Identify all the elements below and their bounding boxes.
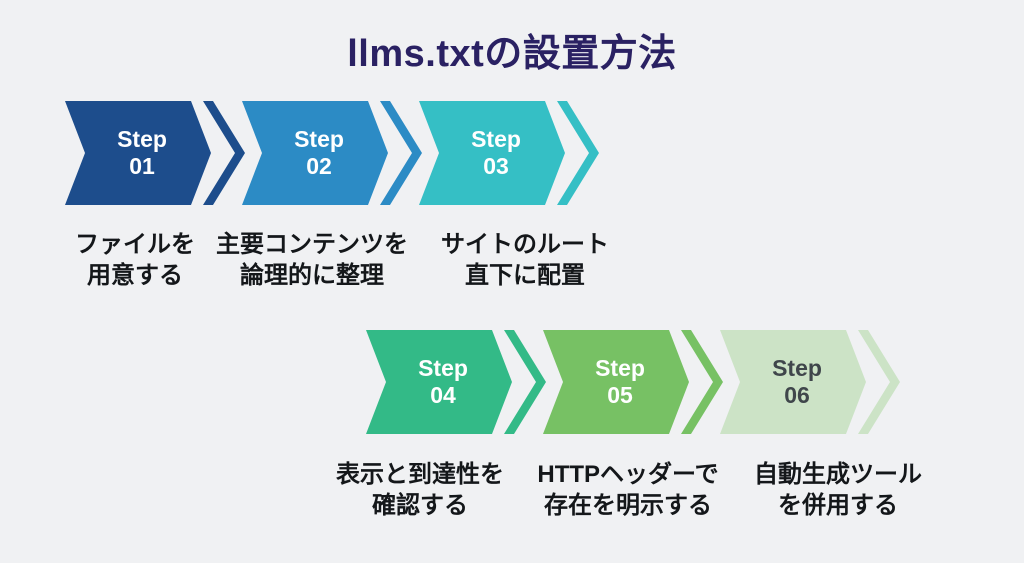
step-06-label: Step 06 — [764, 355, 822, 409]
step-02-arrow: Step 02 — [242, 101, 388, 205]
step-word: Step — [117, 126, 167, 152]
step-01-unit: Step 01 — [65, 101, 245, 205]
description-line: ファイルを — [75, 231, 195, 258]
description-line: 確認する — [372, 492, 468, 519]
step-03-label: Step 03 — [463, 126, 521, 180]
step-word: Step — [294, 126, 344, 152]
step-04-arrow: Step 04 — [366, 330, 512, 434]
step-02-label: Step 02 — [286, 126, 344, 180]
step-word: Step — [595, 355, 645, 381]
step-number: 03 — [483, 153, 509, 179]
step-word: Step — [772, 355, 822, 381]
step-02-unit: Step 02 — [242, 101, 422, 205]
step-04-label: Step 04 — [410, 355, 468, 409]
step-03-arrow: Step 03 — [419, 101, 565, 205]
step-03-unit: Step 03 — [419, 101, 599, 205]
step-number: 06 — [784, 382, 810, 408]
step-number: 04 — [430, 382, 456, 408]
step-01-arrow: Step 01 — [65, 101, 211, 205]
step-02-description: 主要コンテンツを 論理的に整理 — [216, 229, 408, 291]
steps-row-top: Step 01 Step 02 Step 03 — [65, 101, 645, 205]
step-number: 01 — [129, 153, 155, 179]
step-05-arrow: Step 05 — [543, 330, 689, 434]
step-04-description: 表示と到達性を 確認する — [336, 459, 504, 521]
step-01-description: ファイルを 用意する — [75, 229, 195, 291]
step-number: 05 — [607, 382, 633, 408]
page-title: llms.txtの設置方法 — [347, 33, 677, 75]
step-06-arrow: Step 06 — [720, 330, 866, 434]
step-03-description: サイトのルート 直下に配置 — [441, 229, 609, 291]
description-line: HTTPヘッダーで — [537, 461, 719, 488]
description-line: を併用する — [778, 492, 898, 519]
description-line: 直下に配置 — [465, 262, 585, 289]
step-06-unit: Step 06 — [720, 330, 900, 434]
description-line: 論理的に整理 — [240, 262, 384, 289]
description-line: 自動生成ツール — [754, 461, 922, 488]
step-04-unit: Step 04 — [366, 330, 546, 434]
step-word: Step — [418, 355, 468, 381]
description-line: サイトのルート — [441, 231, 609, 258]
step-word: Step — [471, 126, 521, 152]
description-line: 表示と到達性を — [336, 461, 504, 488]
step-06-description: 自動生成ツール を併用する — [754, 459, 922, 521]
steps-row-bottom: Step 04 Step 05 Step 06 — [366, 330, 946, 434]
step-05-unit: Step 05 — [543, 330, 723, 434]
step-05-description: HTTPヘッダーで 存在を明示する — [537, 459, 718, 521]
description-line: 用意する — [87, 262, 183, 289]
description-line: 主要コンテンツを — [216, 231, 408, 258]
step-number: 02 — [306, 153, 332, 179]
step-05-label: Step 05 — [587, 355, 645, 409]
description-line: 存在を明示する — [543, 492, 712, 519]
step-01-label: Step 01 — [109, 126, 167, 180]
